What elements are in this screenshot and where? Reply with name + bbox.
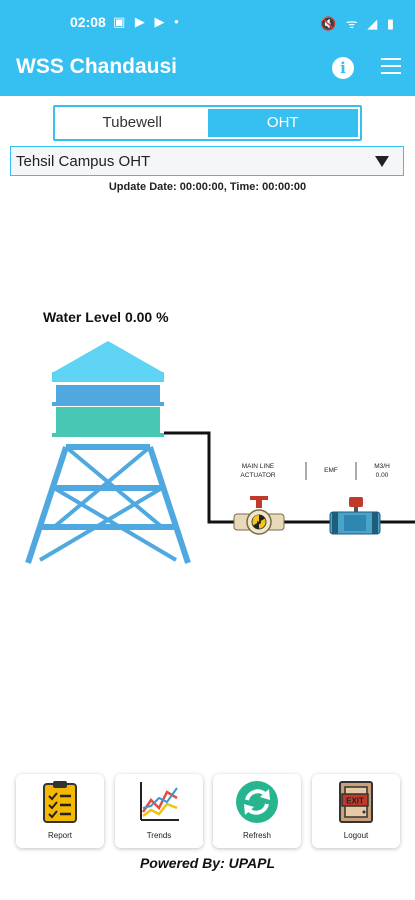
logout-label: Logout xyxy=(343,831,369,840)
system-status-icons: 🔇 ᯤ ◢ ▮ xyxy=(319,16,397,31)
powered-by-footer: Powered By: UPAPL xyxy=(139,855,276,871)
emf-label: EMF xyxy=(324,467,338,474)
status-time: 02:08 xyxy=(70,14,106,30)
trends-label: Trends xyxy=(146,831,172,840)
refresh-label: Refresh xyxy=(242,831,271,840)
dropdown-arrow-icon xyxy=(375,156,389,167)
exit-door-icon: EXIT xyxy=(339,781,373,823)
main-line-actuator-valve-icon xyxy=(233,496,285,535)
app-title: WSS Chandausi xyxy=(16,55,178,78)
svg-text:EXIT: EXIT xyxy=(346,797,364,806)
oht-diagram xyxy=(25,341,415,564)
tab-oht[interactable]: OHT xyxy=(207,109,358,137)
tower-icon xyxy=(25,444,191,564)
refresh-button[interactable]: Refresh xyxy=(213,774,301,848)
actuator-label-line1: MAIN LINE xyxy=(241,463,275,470)
emf-flow-meter-icon xyxy=(329,497,381,535)
report-button[interactable]: Report xyxy=(16,774,104,848)
actuator-label: MAIN LINE ACTUATOR xyxy=(232,462,284,480)
report-label: Report xyxy=(47,831,72,840)
hamburger-menu-icon[interactable] xyxy=(381,58,401,76)
report-clipboard-icon xyxy=(43,781,77,823)
tab-tubewell[interactable]: Tubewell xyxy=(102,114,162,131)
logout-button[interactable]: EXIT Logout xyxy=(312,774,400,848)
flow-readout: M3/H 0.00 xyxy=(362,462,402,480)
trends-chart-icon xyxy=(140,782,179,821)
site-select-dropdown[interactable]: Tehsil Campus OHT xyxy=(10,146,404,176)
water-level-label: Water Level 0.00 % xyxy=(43,309,169,325)
system-nav-bar xyxy=(0,880,415,900)
site-select-value: Tehsil Campus OHT xyxy=(16,153,151,170)
info-icon[interactable]: i xyxy=(332,57,354,79)
status-bar: 02:08 ▣ ▶ ▶ • 🔇 ᯤ ◢ ▮ xyxy=(0,0,415,40)
water-tank-icon xyxy=(52,341,164,437)
outlet-pipe xyxy=(164,431,415,524)
actuator-label-line2: ACTUATOR xyxy=(240,472,276,479)
flow-unit: M3/H xyxy=(374,463,390,470)
refresh-icon xyxy=(236,781,278,823)
trends-button[interactable]: Trends xyxy=(115,774,203,848)
flow-value: 0.00 xyxy=(375,472,389,479)
notification-icons: ▣ ▶ ▶ • xyxy=(113,14,182,29)
source-type-tabs: Tubewell OHT xyxy=(53,105,362,141)
update-timestamp: Update Date: 00:00:00, Time: 00:00:00 xyxy=(108,181,307,193)
